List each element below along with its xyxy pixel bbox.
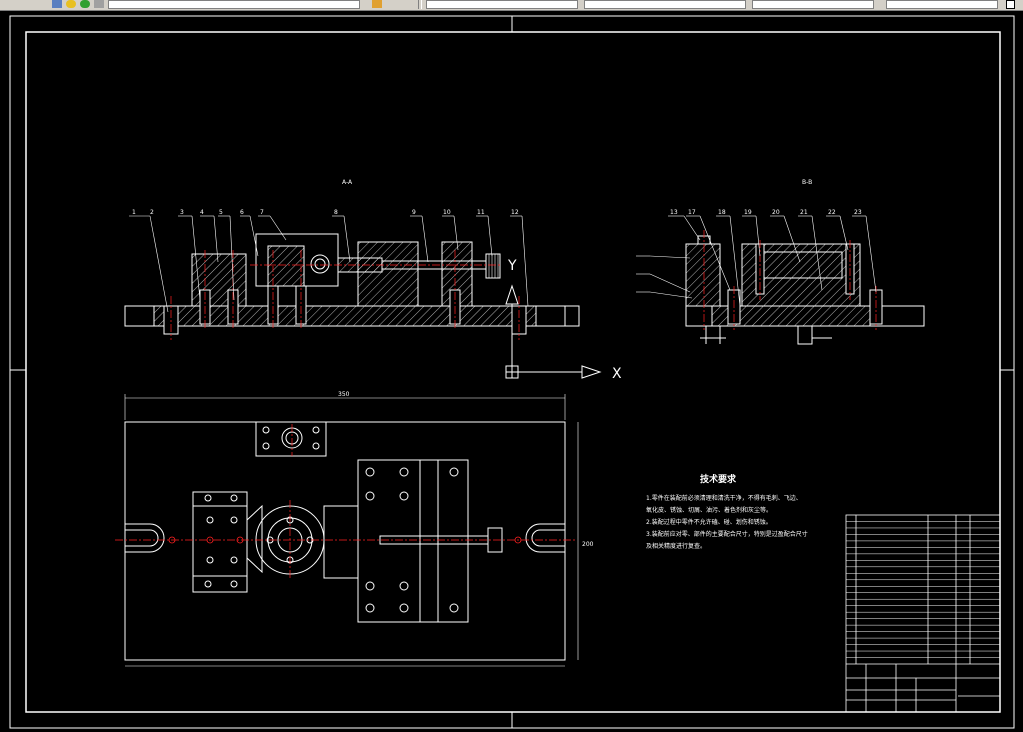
front-section-view: A-A bbox=[124, 179, 580, 335]
balloon-1: 1 bbox=[132, 209, 136, 216]
balloon-3: 3 bbox=[180, 209, 184, 216]
tech-requirement-line-1: 1.零件在装配前必须清理和清洗干净，不得有毛刺、飞边、 bbox=[646, 495, 802, 502]
side-section-view: B-B bbox=[685, 179, 925, 345]
layer-dropdown[interactable] bbox=[108, 0, 360, 9]
balloon-18: 18 bbox=[718, 209, 726, 216]
balloon-8: 8 bbox=[334, 209, 338, 216]
tech-requirements-title: 技术要求 bbox=[700, 475, 737, 485]
tech-requirement-line-3: 2.装配过程中零件不允许磕、碰、划伤和锈蚀。 bbox=[646, 519, 772, 526]
close-icon[interactable] bbox=[1006, 0, 1015, 9]
parts-list-rows bbox=[846, 521, 1000, 658]
axis-y-label: Y bbox=[507, 258, 517, 274]
tech-requirement-line-5: 及相关精度进行复查。 bbox=[646, 543, 707, 550]
front-centerlines bbox=[170, 250, 520, 340]
balloon-19: 19 bbox=[744, 209, 752, 216]
balloon-23: 23 bbox=[854, 209, 862, 216]
color-swatch-icon[interactable] bbox=[372, 0, 382, 8]
sun-icon[interactable] bbox=[66, 0, 76, 8]
side-centerlines bbox=[703, 230, 877, 330]
cad-drawing: A-A bbox=[9, 15, 1015, 729]
top-red-markers bbox=[168, 536, 522, 544]
plotstyle-dropdown[interactable] bbox=[886, 0, 998, 9]
front-view-label: A-A bbox=[342, 179, 353, 186]
tech-requirement-line-4: 3.装配前应对零、部件的主要配合尺寸，特别是过盈配合尺寸 bbox=[646, 531, 808, 538]
drawing-frame bbox=[9, 15, 1015, 729]
top-view: 350 200 bbox=[124, 391, 594, 667]
balloon-17: 17 bbox=[688, 209, 696, 216]
top-centerlines bbox=[115, 424, 575, 580]
balloon-13: 13 bbox=[670, 209, 678, 216]
side-leaders bbox=[636, 215, 877, 307]
balloon-11: 11 bbox=[477, 209, 485, 216]
ucs-axis-icon: Y X bbox=[505, 258, 622, 382]
linetype-dropdown[interactable] bbox=[584, 0, 746, 9]
dim-overall-width: 350 bbox=[338, 391, 350, 398]
balloon-21: 21 bbox=[800, 209, 808, 216]
cad-toolbar bbox=[0, 0, 1023, 11]
dim-overall-height: 200 bbox=[582, 541, 594, 548]
balloon-22: 22 bbox=[828, 209, 836, 216]
balloon-10: 10 bbox=[443, 209, 451, 216]
balloon-6: 6 bbox=[240, 209, 244, 216]
balloon-5: 5 bbox=[219, 209, 223, 216]
color-dropdown[interactable] bbox=[426, 0, 578, 9]
balloon-4: 4 bbox=[200, 209, 204, 216]
balloon-12: 12 bbox=[511, 209, 519, 216]
lineweight-dropdown[interactable] bbox=[752, 0, 874, 9]
side-balloons: 13 17 18 19 20 21 22 23 bbox=[670, 209, 862, 216]
lightbulb-icon[interactable] bbox=[80, 0, 90, 8]
layer-icon[interactable] bbox=[52, 0, 62, 8]
tech-requirement-line-2: 氧化皮、锈蚀、切屑、油污、着色剂和灰尘等。 bbox=[646, 507, 773, 514]
axis-x-label: X bbox=[612, 366, 622, 382]
balloon-2: 2 bbox=[150, 209, 154, 216]
title-block bbox=[845, 514, 1001, 713]
front-leaders bbox=[129, 215, 529, 313]
side-view-label: B-B bbox=[802, 179, 812, 186]
balloon-9: 9 bbox=[412, 209, 416, 216]
toolbar-separator bbox=[418, 0, 422, 9]
lock-icon[interactable] bbox=[94, 0, 104, 8]
front-balloons: 1 2 3 4 5 6 7 8 9 10 11 12 bbox=[132, 209, 519, 216]
balloon-20: 20 bbox=[772, 209, 780, 216]
balloon-7: 7 bbox=[260, 209, 264, 216]
